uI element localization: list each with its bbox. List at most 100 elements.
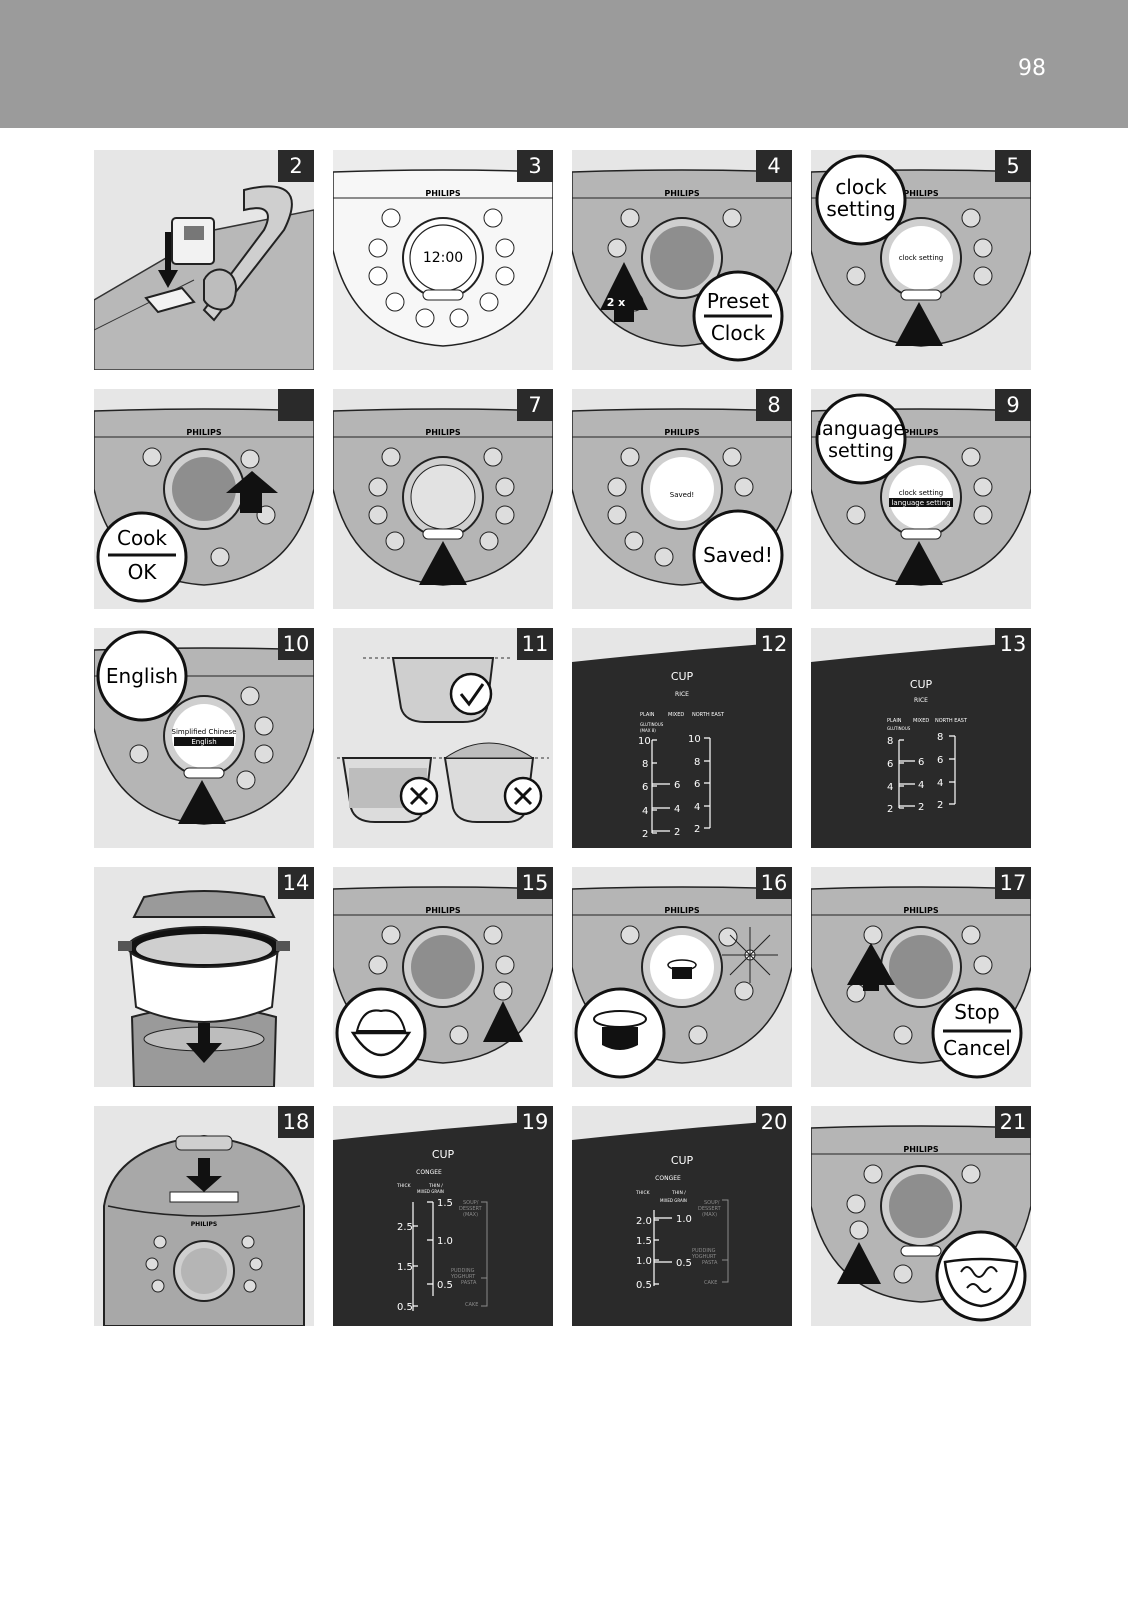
step-13-rice-scale: CUP RICE PLAIN MIXED NORTH EAST GLUTINOU… <box>811 628 1031 815</box>
use-label: DESSERT <box>698 1206 722 1212</box>
note-label: (MAX 8) <box>640 728 656 733</box>
step-10-illustration: Simplified Chinese English English <box>94 630 314 825</box>
step-3-control-panel-illustration: PHILIPS 12:00 <box>333 169 553 347</box>
use-label: CAKE <box>465 1302 478 1308</box>
tick-label: 8 <box>694 757 700 768</box>
header-label: MIXED GRAIN <box>660 1198 687 1203</box>
use-label: DESSERT <box>459 1206 483 1212</box>
page-header-bar: 98 <box>0 0 1128 128</box>
header-label: THICK <box>635 1190 651 1196</box>
tick-label: 0.5 <box>676 1258 692 1269</box>
step-17-panel: PHILIPS Stop Cancel 17 <box>811 867 1031 1087</box>
scale-subtitle: CONGEE <box>655 1175 681 1182</box>
brand-logo: PHILIPS <box>425 906 460 915</box>
step-number: 16 <box>756 867 792 899</box>
callout-text: English <box>106 664 178 688</box>
step-5-panel: PHILIPS clock setting clock setting 5 <box>811 150 1031 370</box>
press-arrow-icon <box>600 262 648 322</box>
use-label: SOUP/ <box>704 1200 720 1206</box>
step-number: 8 <box>756 389 792 421</box>
scale-title: CUP <box>432 1148 455 1161</box>
tick-label: 8 <box>887 736 893 747</box>
step-8-panel: PHILIPS Saved! Saved! 8 <box>572 389 792 609</box>
screen-text: clock setting <box>899 254 943 262</box>
tick-label: 2.5 <box>397 1222 413 1233</box>
header-label: THICK <box>396 1183 412 1189</box>
brand-logo: PHILIPS <box>425 428 460 437</box>
use-label: PUDDING <box>692 1248 716 1254</box>
header-label: NORTH EAST <box>692 712 725 718</box>
screen-menu-item: Simplified Chinese <box>172 728 237 736</box>
step-18-close-lid-illustration: PHILIPS <box>103 1134 305 1326</box>
callout-line-1: Stop <box>954 1000 999 1024</box>
tick-label: 10 <box>638 736 651 747</box>
step-number: 7 <box>517 389 553 421</box>
tick-label: 10 <box>688 734 701 745</box>
step-21-illustration: PHILIPS <box>811 1125 1031 1322</box>
step-13-panel: CUP RICE PLAIN MIXED NORTH EAST GLUTINOU… <box>811 628 1031 848</box>
note-label: GLUTINOUS <box>640 722 664 727</box>
callout-circle <box>692 509 784 601</box>
note-label: GLUTINOUS <box>887 726 911 731</box>
brand-logo: PHILIPS <box>186 428 221 437</box>
header-label: MIXED GRAIN <box>417 1189 444 1194</box>
callout-circle <box>815 393 907 485</box>
tick-label: 4 <box>887 782 893 793</box>
screen-menu-item-selected: language setting <box>891 499 950 507</box>
step-4-panel: PHILIPS 2 x Preset Clock 4 <box>572 150 792 370</box>
press-arrow-icon <box>483 1001 523 1042</box>
step-8-illustration: PHILIPS Saved! Saved! <box>572 408 792 601</box>
step-2-illustration <box>94 185 314 370</box>
tick-label: 6 <box>694 779 700 790</box>
tick-label: 2.0 <box>636 1216 652 1227</box>
page-number: 98 <box>1018 56 1046 81</box>
brand-logo: PHILIPS <box>425 189 460 198</box>
press-arrow-icon <box>895 302 943 346</box>
step-number: 4 <box>756 150 792 182</box>
header-label: PLAIN <box>640 712 655 718</box>
step-5-illustration: PHILIPS clock setting clock setting <box>811 154 1031 347</box>
brand-logo: PHILIPS <box>664 906 699 915</box>
press-arrow-icon <box>419 541 467 585</box>
callout-line-1: Cook <box>117 526 167 550</box>
screen-menu-item: clock setting <box>899 489 943 497</box>
step-9-panel: PHILIPS clock setting language setting l… <box>811 389 1031 609</box>
tick-label: 2 <box>642 829 648 840</box>
step-14-insert-pot-illustration <box>118 890 290 1087</box>
tick-label: 4 <box>694 802 700 813</box>
tick-label: 2 <box>937 800 943 811</box>
step-number: 3 <box>517 150 553 182</box>
step-number: 17 <box>995 867 1031 899</box>
step-16-panel: PHILIPS 16 <box>572 867 792 1087</box>
step-number: 21 <box>995 1106 1031 1138</box>
tick-label: 1.0 <box>636 1256 652 1267</box>
step-number: 10 <box>278 628 314 660</box>
use-label: CAKE <box>704 1280 717 1286</box>
step-11-panel: 11 <box>333 628 553 848</box>
callout-circle <box>96 630 188 722</box>
tick-label: 6 <box>887 759 893 770</box>
step-number: 18 <box>278 1106 314 1138</box>
tick-label: 2 <box>674 827 680 838</box>
step-7-panel: PHILIPS 7 <box>333 389 553 609</box>
tick-label: 1.5 <box>397 1262 413 1273</box>
press-arrow-icon <box>226 471 278 513</box>
step-number: 12 <box>756 628 792 660</box>
step-20-panel: CUP CONGEE THICK THIN / MIXED GRAIN 2.0 … <box>572 1106 792 1326</box>
scale-title: CUP <box>910 678 933 691</box>
step-12-rice-scale: CUP RICE PLAIN MIXED NORTH EAST GLUTINOU… <box>572 628 792 840</box>
step-number: 14 <box>278 867 314 899</box>
brand-logo: PHILIPS <box>664 189 699 198</box>
tick-label: 6 <box>674 780 680 791</box>
step-3-panel: PHILIPS 12:00 3 <box>333 150 553 370</box>
use-label: PASTA <box>461 1280 477 1286</box>
tick-label: 2 <box>887 804 893 815</box>
flashing-light-icon <box>722 927 778 983</box>
tick-label: 6 <box>642 782 648 793</box>
screen-text: Saved! <box>670 491 694 499</box>
step-10-panel: Simplified Chinese English English 10 <box>94 628 314 848</box>
press-arrow-icon <box>178 780 226 824</box>
step-19-panel: CUP CONGEE THICK THIN / MIXED GRAIN 2.5 … <box>333 1106 553 1326</box>
tick-label: 2 <box>918 802 924 813</box>
callout-circle <box>931 987 1023 1079</box>
